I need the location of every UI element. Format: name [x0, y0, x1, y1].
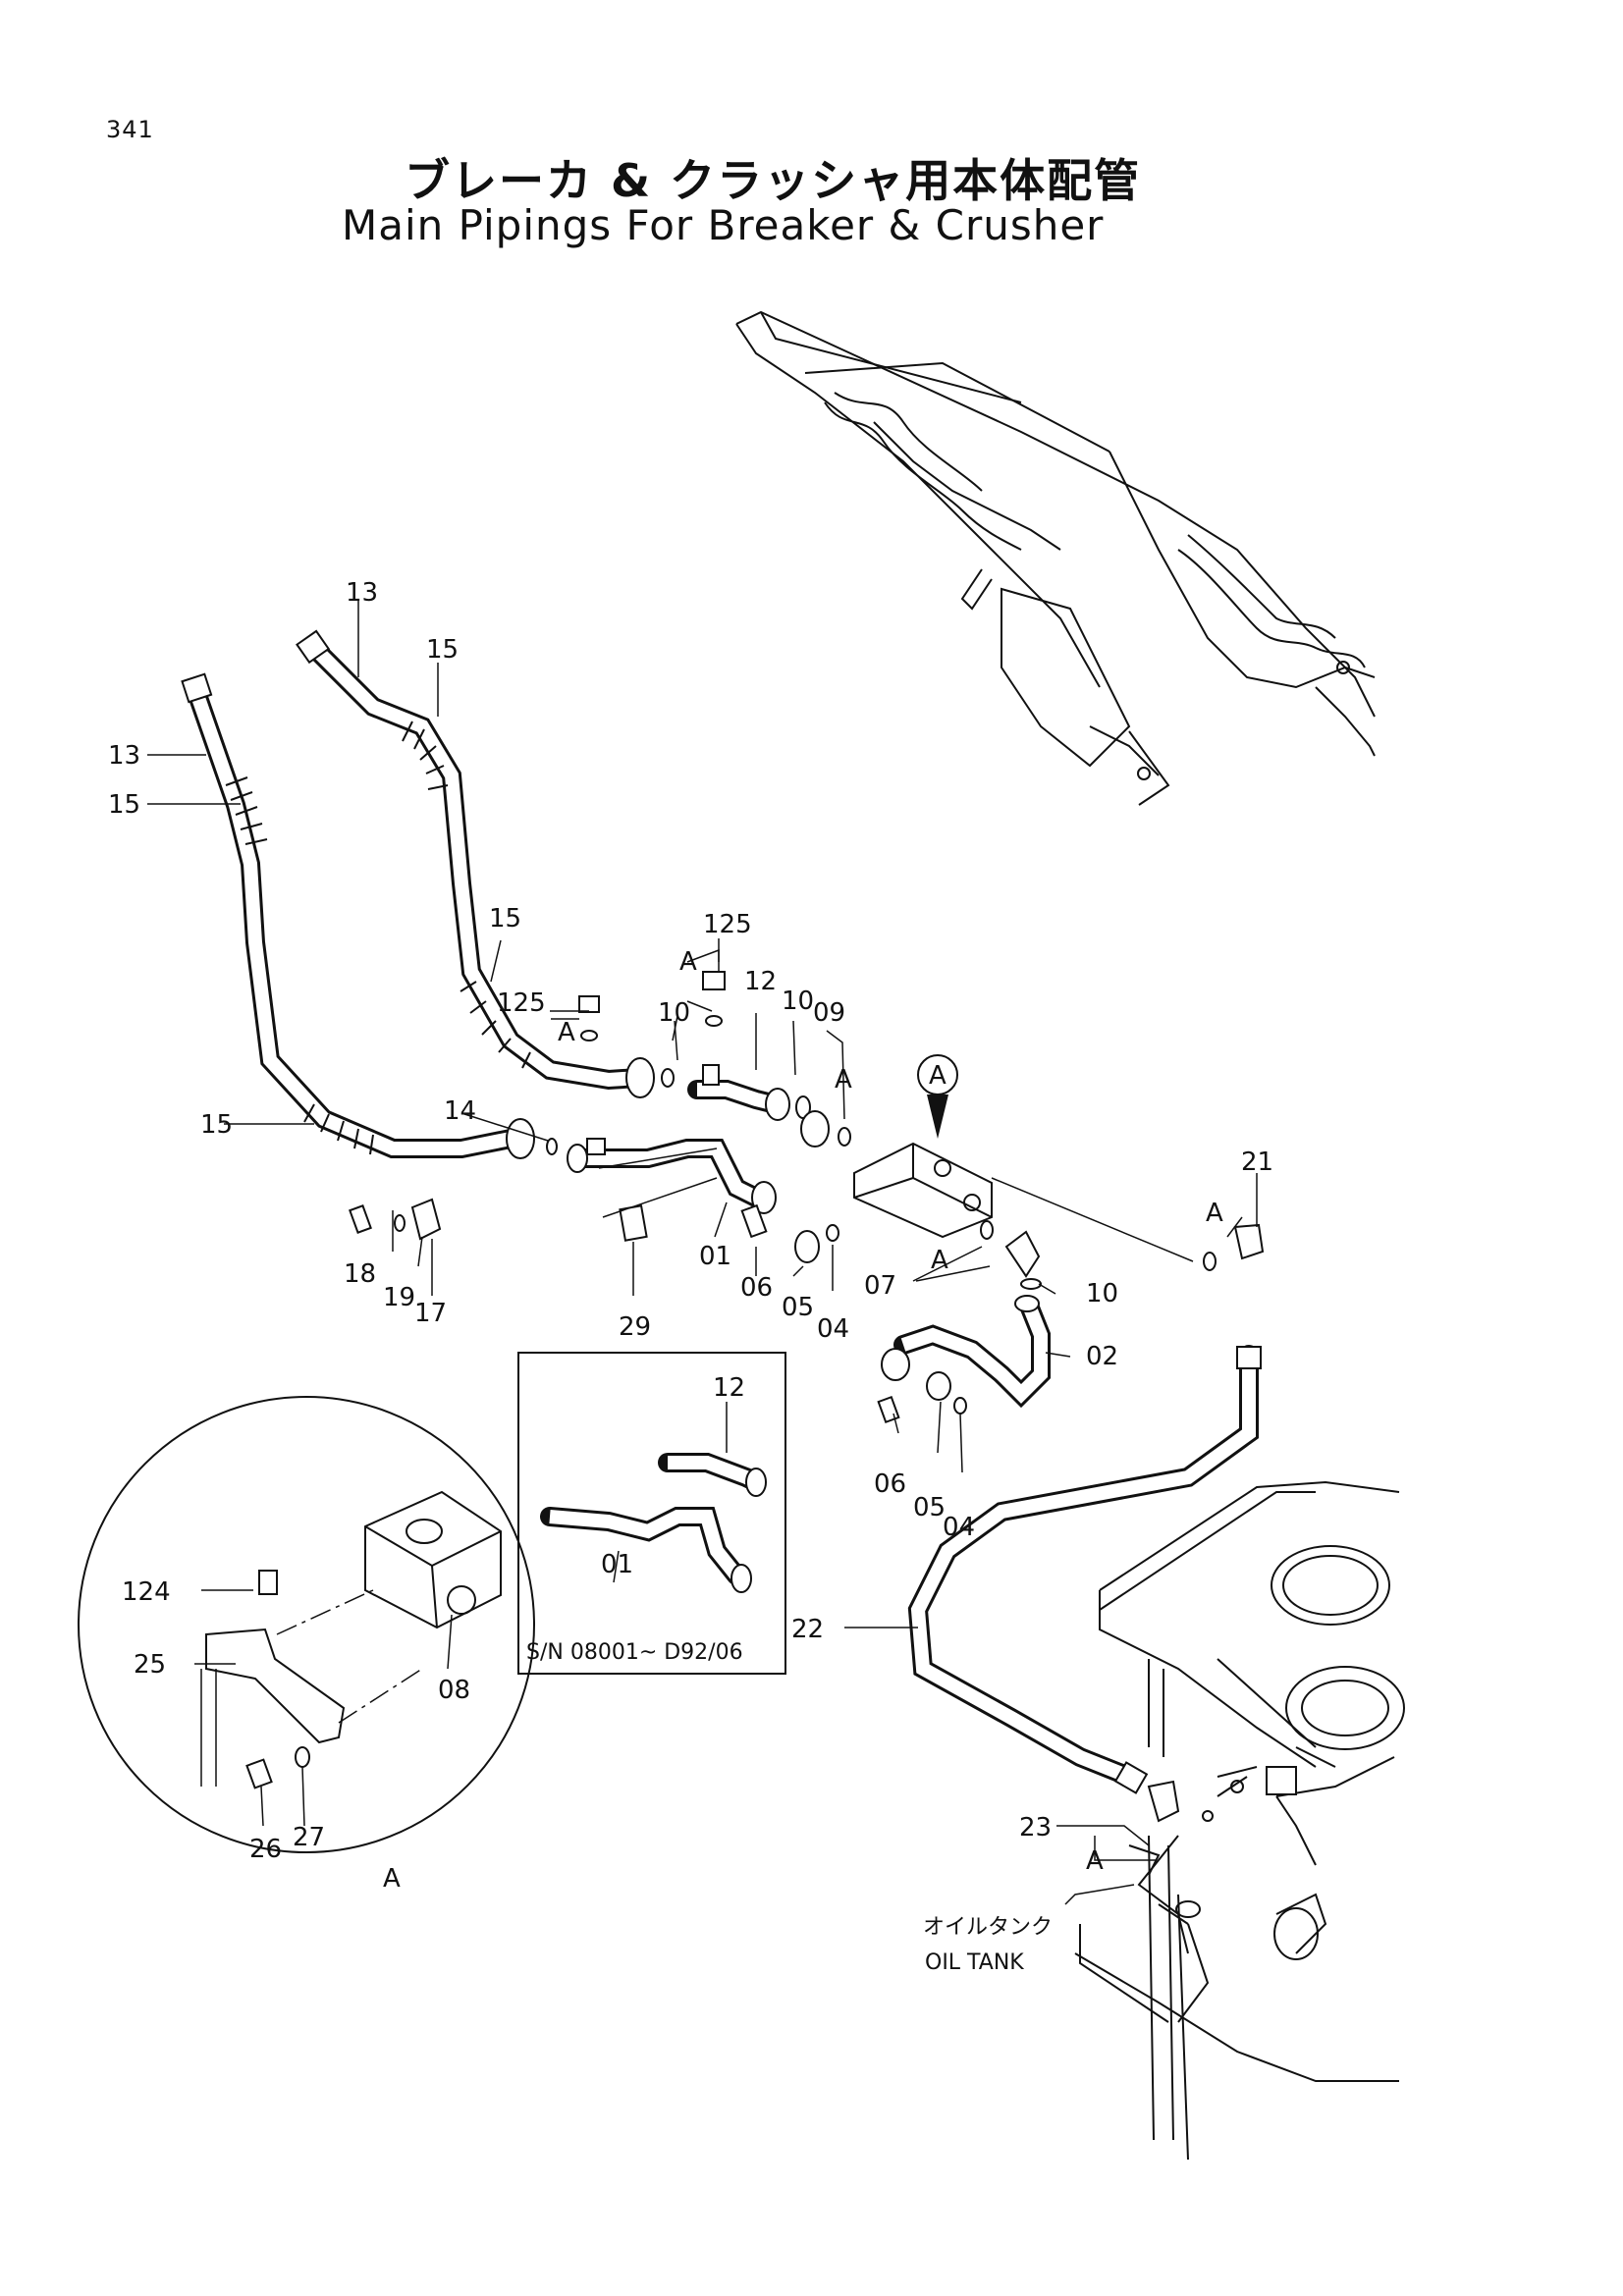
pipe-02 — [877, 1220, 1051, 1424]
callout-22: 22 — [791, 1615, 824, 1644]
page-number: 341 — [106, 116, 154, 143]
inset-serial-range: S/N 08001~ D92/06 — [526, 1640, 743, 1665]
detail-A-circle — [78, 1396, 535, 1853]
valve-block — [853, 1054, 993, 1239]
callout-A-6: A — [1086, 1846, 1104, 1876]
callout-15-upper: 15 — [426, 635, 459, 665]
callout-15-mid: 15 — [489, 904, 521, 934]
detail-callout-A: A — [383, 1864, 401, 1894]
oil-tank-label-en: OIL TANK — [925, 1950, 1024, 1975]
detail-A-marker-label: A — [929, 1061, 947, 1091]
detail-callout-25: 25 — [134, 1650, 166, 1680]
callout-125-left: 125 — [497, 988, 546, 1018]
callout-06-a: 06 — [740, 1273, 773, 1303]
line-22 — [907, 1223, 1265, 1823]
callout-125-right: 125 — [703, 910, 752, 939]
callout-29: 29 — [619, 1312, 651, 1342]
detail-callout-26: 26 — [249, 1835, 282, 1864]
callout-A-5: A — [931, 1246, 948, 1275]
callout-07: 07 — [864, 1271, 896, 1301]
callout-12: 12 — [744, 967, 777, 996]
callout-05-a: 05 — [782, 1293, 814, 1322]
callout-10-b: 10 — [782, 987, 814, 1016]
callout-A-4: A — [1206, 1199, 1223, 1228]
title-japanese: ブレーカ & クラッシャ用本体配管 — [405, 154, 1142, 207]
callout-17: 17 — [414, 1299, 447, 1328]
hose-assembly-left — [181, 629, 655, 1159]
detail-callout-124: 124 — [122, 1577, 171, 1607]
callout-18: 18 — [344, 1259, 376, 1289]
callout-06-b: 06 — [874, 1469, 906, 1499]
callout-19: 19 — [383, 1283, 415, 1312]
title-english: Main Pipings For Breaker & Crusher — [342, 201, 1105, 249]
callout-14: 14 — [444, 1096, 476, 1126]
inset-callout-12: 12 — [713, 1373, 745, 1403]
leader-lines — [147, 601, 1258, 1905]
serial-inset-box — [517, 1352, 786, 1675]
callout-10-a: 10 — [658, 998, 690, 1028]
callout-A-1: A — [679, 947, 697, 977]
detail-callout-27: 27 — [293, 1823, 325, 1852]
callout-13-upper: 13 — [346, 578, 378, 608]
oil-tank-label-jp: オイルタンク — [923, 1915, 1053, 1940]
callout-A-2: A — [558, 1018, 575, 1047]
clamp-parts — [349, 1198, 648, 1242]
callout-02: 02 — [1086, 1342, 1118, 1371]
callout-A-3: A — [835, 1065, 852, 1095]
callout-21: 21 — [1241, 1148, 1273, 1177]
callout-10-c: 10 — [1086, 1279, 1118, 1308]
oil-tank-illustration — [1074, 1480, 1405, 2161]
callout-04-b: 04 — [943, 1513, 975, 1542]
detail-callout-08: 08 — [438, 1676, 470, 1705]
callout-01: 01 — [699, 1242, 731, 1271]
callout-15-left: 15 — [108, 790, 140, 820]
callout-labels: 13 15 13 15 15 15 125 A 125 A 10 12 10 0… — [108, 578, 1273, 1975]
callout-05-b: 05 — [913, 1493, 946, 1522]
inset-callout-01: 01 — [601, 1550, 633, 1579]
callout-09: 09 — [813, 998, 845, 1028]
callout-04-a: 04 — [817, 1314, 849, 1344]
callout-13-left: 13 — [108, 741, 140, 771]
callout-15-lower: 15 — [200, 1110, 233, 1140]
boom-overview-illustration — [735, 310, 1376, 806]
callout-23: 23 — [1019, 1813, 1052, 1842]
